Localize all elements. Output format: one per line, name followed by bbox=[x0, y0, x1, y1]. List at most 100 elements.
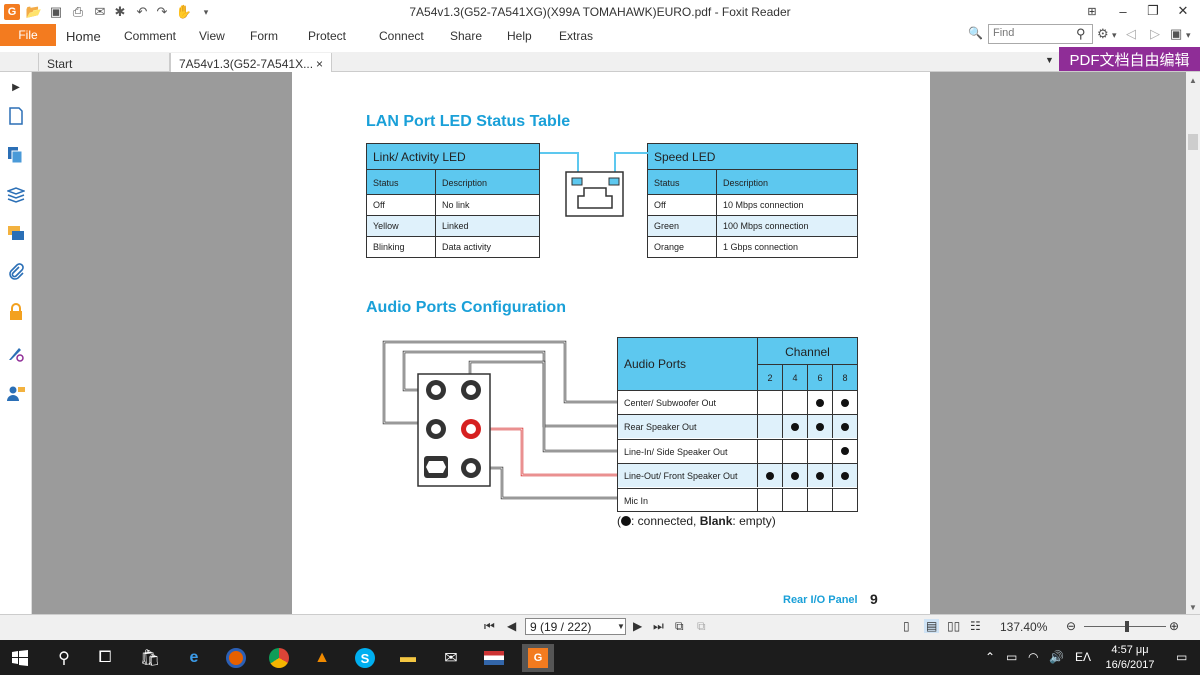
windows-start-icon[interactable] bbox=[6, 644, 34, 672]
app-icon[interactable] bbox=[480, 644, 508, 672]
search-icon[interactable]: ⚲ bbox=[1076, 26, 1086, 41]
promo-banner[interactable]: PDF文档自由编辑 bbox=[1059, 47, 1200, 71]
next-view-icon[interactable]: ⧉ bbox=[697, 619, 706, 633]
attachment-icon[interactable] bbox=[5, 261, 27, 283]
page-number-input[interactable]: 9 (19 / 222) bbox=[525, 618, 626, 635]
hand-tool-icon[interactable]: ✋ bbox=[175, 4, 193, 19]
column-header: Status bbox=[648, 170, 717, 194]
search-icon[interactable]: ⚲ bbox=[58, 650, 70, 667]
volume-icon[interactable]: 🔊 bbox=[1049, 650, 1064, 664]
open-icon[interactable]: 📂 bbox=[25, 4, 43, 19]
print-icon[interactable]: ⎙ bbox=[72, 4, 84, 19]
zoom-level[interactable]: 137.40% bbox=[1000, 620, 1048, 634]
channel-cell bbox=[758, 415, 783, 439]
menu-connect[interactable]: Connect bbox=[379, 29, 424, 43]
single-page-icon[interactable]: ▯ bbox=[903, 619, 910, 633]
skype-icon[interactable]: S bbox=[351, 644, 379, 672]
expand-panel-icon[interactable]: ▶ bbox=[12, 81, 20, 93]
link-table-column-headers: Status Description bbox=[367, 170, 539, 195]
table-row: Line-In/ Side Speaker Out bbox=[618, 438, 857, 463]
show-hidden-icons-icon[interactable]: ⌃ bbox=[985, 650, 996, 664]
menu-share[interactable]: Share bbox=[450, 29, 483, 43]
legend-connected-text: : connected, bbox=[631, 514, 700, 528]
user-icon[interactable]: ▣ bbox=[1170, 26, 1183, 41]
email-icon[interactable]: ✉ bbox=[94, 4, 106, 19]
tab-document[interactable]: 7A54v1.3(G52-7A541X... bbox=[170, 53, 332, 72]
user-dropdown-icon[interactable]: ▾ bbox=[1186, 30, 1191, 40]
menu-extras[interactable]: Extras bbox=[559, 29, 594, 43]
tab-close-icon[interactable]: × bbox=[316, 57, 324, 71]
redo-icon[interactable]: ↷ bbox=[156, 4, 168, 19]
zoom-out-icon[interactable]: ⊖ bbox=[1066, 619, 1077, 633]
chrome-icon[interactable] bbox=[265, 644, 293, 672]
first-page-icon[interactable]: ⏮ bbox=[484, 619, 495, 633]
input-language[interactable]: EΛ bbox=[1075, 650, 1092, 664]
promo-dropdown-icon[interactable]: ▼ bbox=[1045, 55, 1054, 65]
user-info-icon[interactable] bbox=[5, 382, 27, 404]
task-view-icon[interactable]: ⧠ bbox=[98, 649, 112, 666]
undo-icon[interactable]: ↶ bbox=[136, 4, 148, 19]
customize-dropdown-icon[interactable]: ▾ bbox=[203, 6, 209, 17]
zoom-slider-thumb[interactable] bbox=[1125, 621, 1129, 632]
edge-browser-icon[interactable]: e bbox=[189, 649, 199, 666]
lock-icon[interactable] bbox=[5, 301, 27, 323]
file-explorer-icon[interactable]: ▬ bbox=[400, 649, 416, 666]
facing-page-icon[interactable]: ▯▯ bbox=[947, 619, 961, 633]
previous-view-icon[interactable]: ⧉ bbox=[675, 619, 684, 633]
file-menu-button[interactable]: File bbox=[0, 24, 56, 46]
menu-comment[interactable]: Comment bbox=[124, 29, 177, 43]
wifi-icon[interactable]: ◠ bbox=[1028, 650, 1039, 664]
minimize-button[interactable]: – bbox=[1119, 3, 1127, 19]
search-input[interactable]: Find bbox=[988, 24, 1093, 44]
next-page-icon[interactable]: ▶ bbox=[633, 619, 643, 633]
battery-icon[interactable]: ▭ bbox=[1006, 650, 1018, 664]
gear-icon[interactable]: ⚙ bbox=[1097, 26, 1109, 41]
scroll-up-arrow-icon[interactable]: ▲ bbox=[1189, 76, 1197, 85]
channel-cell bbox=[833, 464, 857, 487]
table-row: Rear Speaker Out bbox=[618, 414, 857, 439]
continuous-facing-icon[interactable]: ☷ bbox=[970, 619, 981, 633]
audio-port-label: Line-In/ Side Speaker Out bbox=[618, 439, 758, 463]
new-icon[interactable]: ✱ bbox=[114, 4, 126, 19]
back-icon[interactable]: ◁ bbox=[1126, 26, 1136, 41]
menu-help[interactable]: Help bbox=[507, 29, 532, 43]
close-button[interactable]: ✕ bbox=[1177, 3, 1189, 18]
find-tool-icon[interactable]: 🔍 bbox=[968, 26, 983, 40]
channel-cell bbox=[833, 440, 857, 463]
channel-cell bbox=[783, 391, 808, 414]
scroll-down-arrow-icon[interactable]: ▼ bbox=[1189, 603, 1197, 612]
vertical-scrollbar[interactable] bbox=[1186, 72, 1200, 614]
forward-icon[interactable]: ▷ bbox=[1150, 26, 1160, 41]
legend-open-paren: ( bbox=[617, 514, 621, 528]
channel-cell bbox=[758, 391, 783, 414]
layers-icon[interactable] bbox=[5, 184, 27, 206]
restore-button[interactable]: ❐ bbox=[1147, 3, 1159, 18]
foxit-taskbar-icon[interactable]: G bbox=[522, 644, 554, 672]
continuous-page-icon[interactable]: ▤ bbox=[924, 619, 940, 633]
comments-icon[interactable] bbox=[5, 222, 27, 244]
system-clock[interactable]: 4:57 μμ 16/6/2017 bbox=[1100, 643, 1160, 673]
store-icon[interactable]: 🛍 bbox=[139, 650, 161, 667]
previous-page-icon[interactable]: ◀ bbox=[507, 619, 517, 633]
zoom-in-icon[interactable]: ⊕ bbox=[1169, 619, 1180, 633]
save-icon[interactable]: ▣ bbox=[49, 4, 63, 19]
scrollbar-thumb[interactable] bbox=[1188, 134, 1198, 150]
menu-form[interactable]: Form bbox=[250, 29, 278, 43]
menu-view[interactable]: View bbox=[199, 29, 225, 43]
menu-protect[interactable]: Protect bbox=[308, 29, 347, 43]
firefox-icon[interactable] bbox=[222, 644, 250, 672]
lan-section-title: LAN Port LED Status Table bbox=[366, 113, 571, 130]
mail-icon[interactable]: ✉ bbox=[444, 650, 458, 667]
layout-icon[interactable]: ⊞ bbox=[1087, 5, 1097, 18]
legend-blank-label: Blank bbox=[699, 514, 733, 528]
pages-thumbnail-icon[interactable] bbox=[5, 144, 27, 166]
tab-start[interactable]: Start bbox=[38, 53, 170, 72]
vlc-icon[interactable]: ▲ bbox=[314, 649, 330, 666]
notifications-icon[interactable]: ▭ bbox=[1176, 650, 1188, 664]
menu-home[interactable]: Home bbox=[66, 29, 101, 44]
gear-dropdown-icon[interactable]: ▾ bbox=[1112, 30, 1117, 40]
page-dropdown-icon[interactable]: ▼ bbox=[617, 622, 625, 631]
last-page-icon[interactable]: ⏭ bbox=[653, 619, 664, 633]
signature-icon[interactable] bbox=[5, 342, 27, 364]
page-icon[interactable] bbox=[5, 105, 27, 127]
